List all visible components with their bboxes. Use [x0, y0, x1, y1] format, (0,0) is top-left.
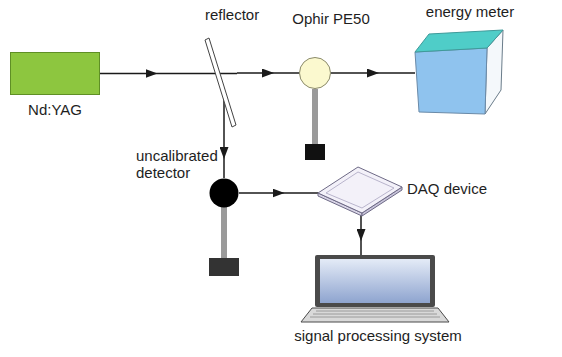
node-label: uncalibrated detector	[136, 147, 228, 181]
laptop-base	[301, 308, 449, 322]
daq-device: DAQ device	[318, 165, 404, 215]
beam-arrow	[331, 72, 415, 74]
meter-top	[415, 30, 503, 52]
node-label: signal processing system	[294, 327, 462, 344]
laptop: signal processing system	[300, 255, 450, 325]
keyboard-row	[310, 317, 440, 318]
reflector-glass	[205, 38, 236, 127]
energy-meter-shape	[415, 28, 505, 116]
stand-base	[305, 144, 325, 160]
laptop-lid	[315, 255, 435, 307]
beam-arrow	[239, 192, 318, 194]
stand-base	[209, 258, 239, 276]
node-label: Ophir PE50	[292, 10, 370, 27]
node-label: DAQ device	[407, 180, 487, 197]
daq-top	[318, 167, 402, 213]
detector-head: uncalibrated detector	[209, 178, 239, 208]
detector-head-shape	[299, 57, 331, 89]
detector-head-shape	[209, 178, 239, 208]
laptop-shape	[300, 255, 450, 325]
laptop-screen	[320, 259, 430, 303]
detector-disk	[210, 179, 239, 208]
stand-post	[312, 89, 318, 144]
beam-arrow	[100, 73, 203, 75]
beam-arrow	[360, 215, 362, 255]
node-label: energy meter	[426, 3, 514, 20]
daq-device-shape	[318, 165, 404, 215]
node-label: reflector	[205, 6, 259, 23]
laser-body	[11, 53, 100, 95]
detector-disk	[300, 58, 331, 89]
detector-head: Ophir PE50	[299, 57, 331, 89]
energy-meter: energy meter	[415, 28, 505, 116]
meter-front	[415, 48, 487, 114]
reflector-plate: reflector	[203, 38, 237, 128]
keyboard-row	[316, 311, 434, 312]
node-label: Nd:YAG	[28, 101, 82, 118]
stand-post	[221, 207, 227, 259]
reflector-plate-shape	[203, 38, 237, 128]
beam-arrow	[223, 128, 225, 178]
beam-arrow	[237, 72, 299, 74]
laser-source: Nd:YAG	[10, 52, 100, 95]
daq-top-inner	[326, 172, 394, 208]
laser-source-shape	[10, 52, 100, 95]
keyboard-row	[313, 314, 437, 315]
